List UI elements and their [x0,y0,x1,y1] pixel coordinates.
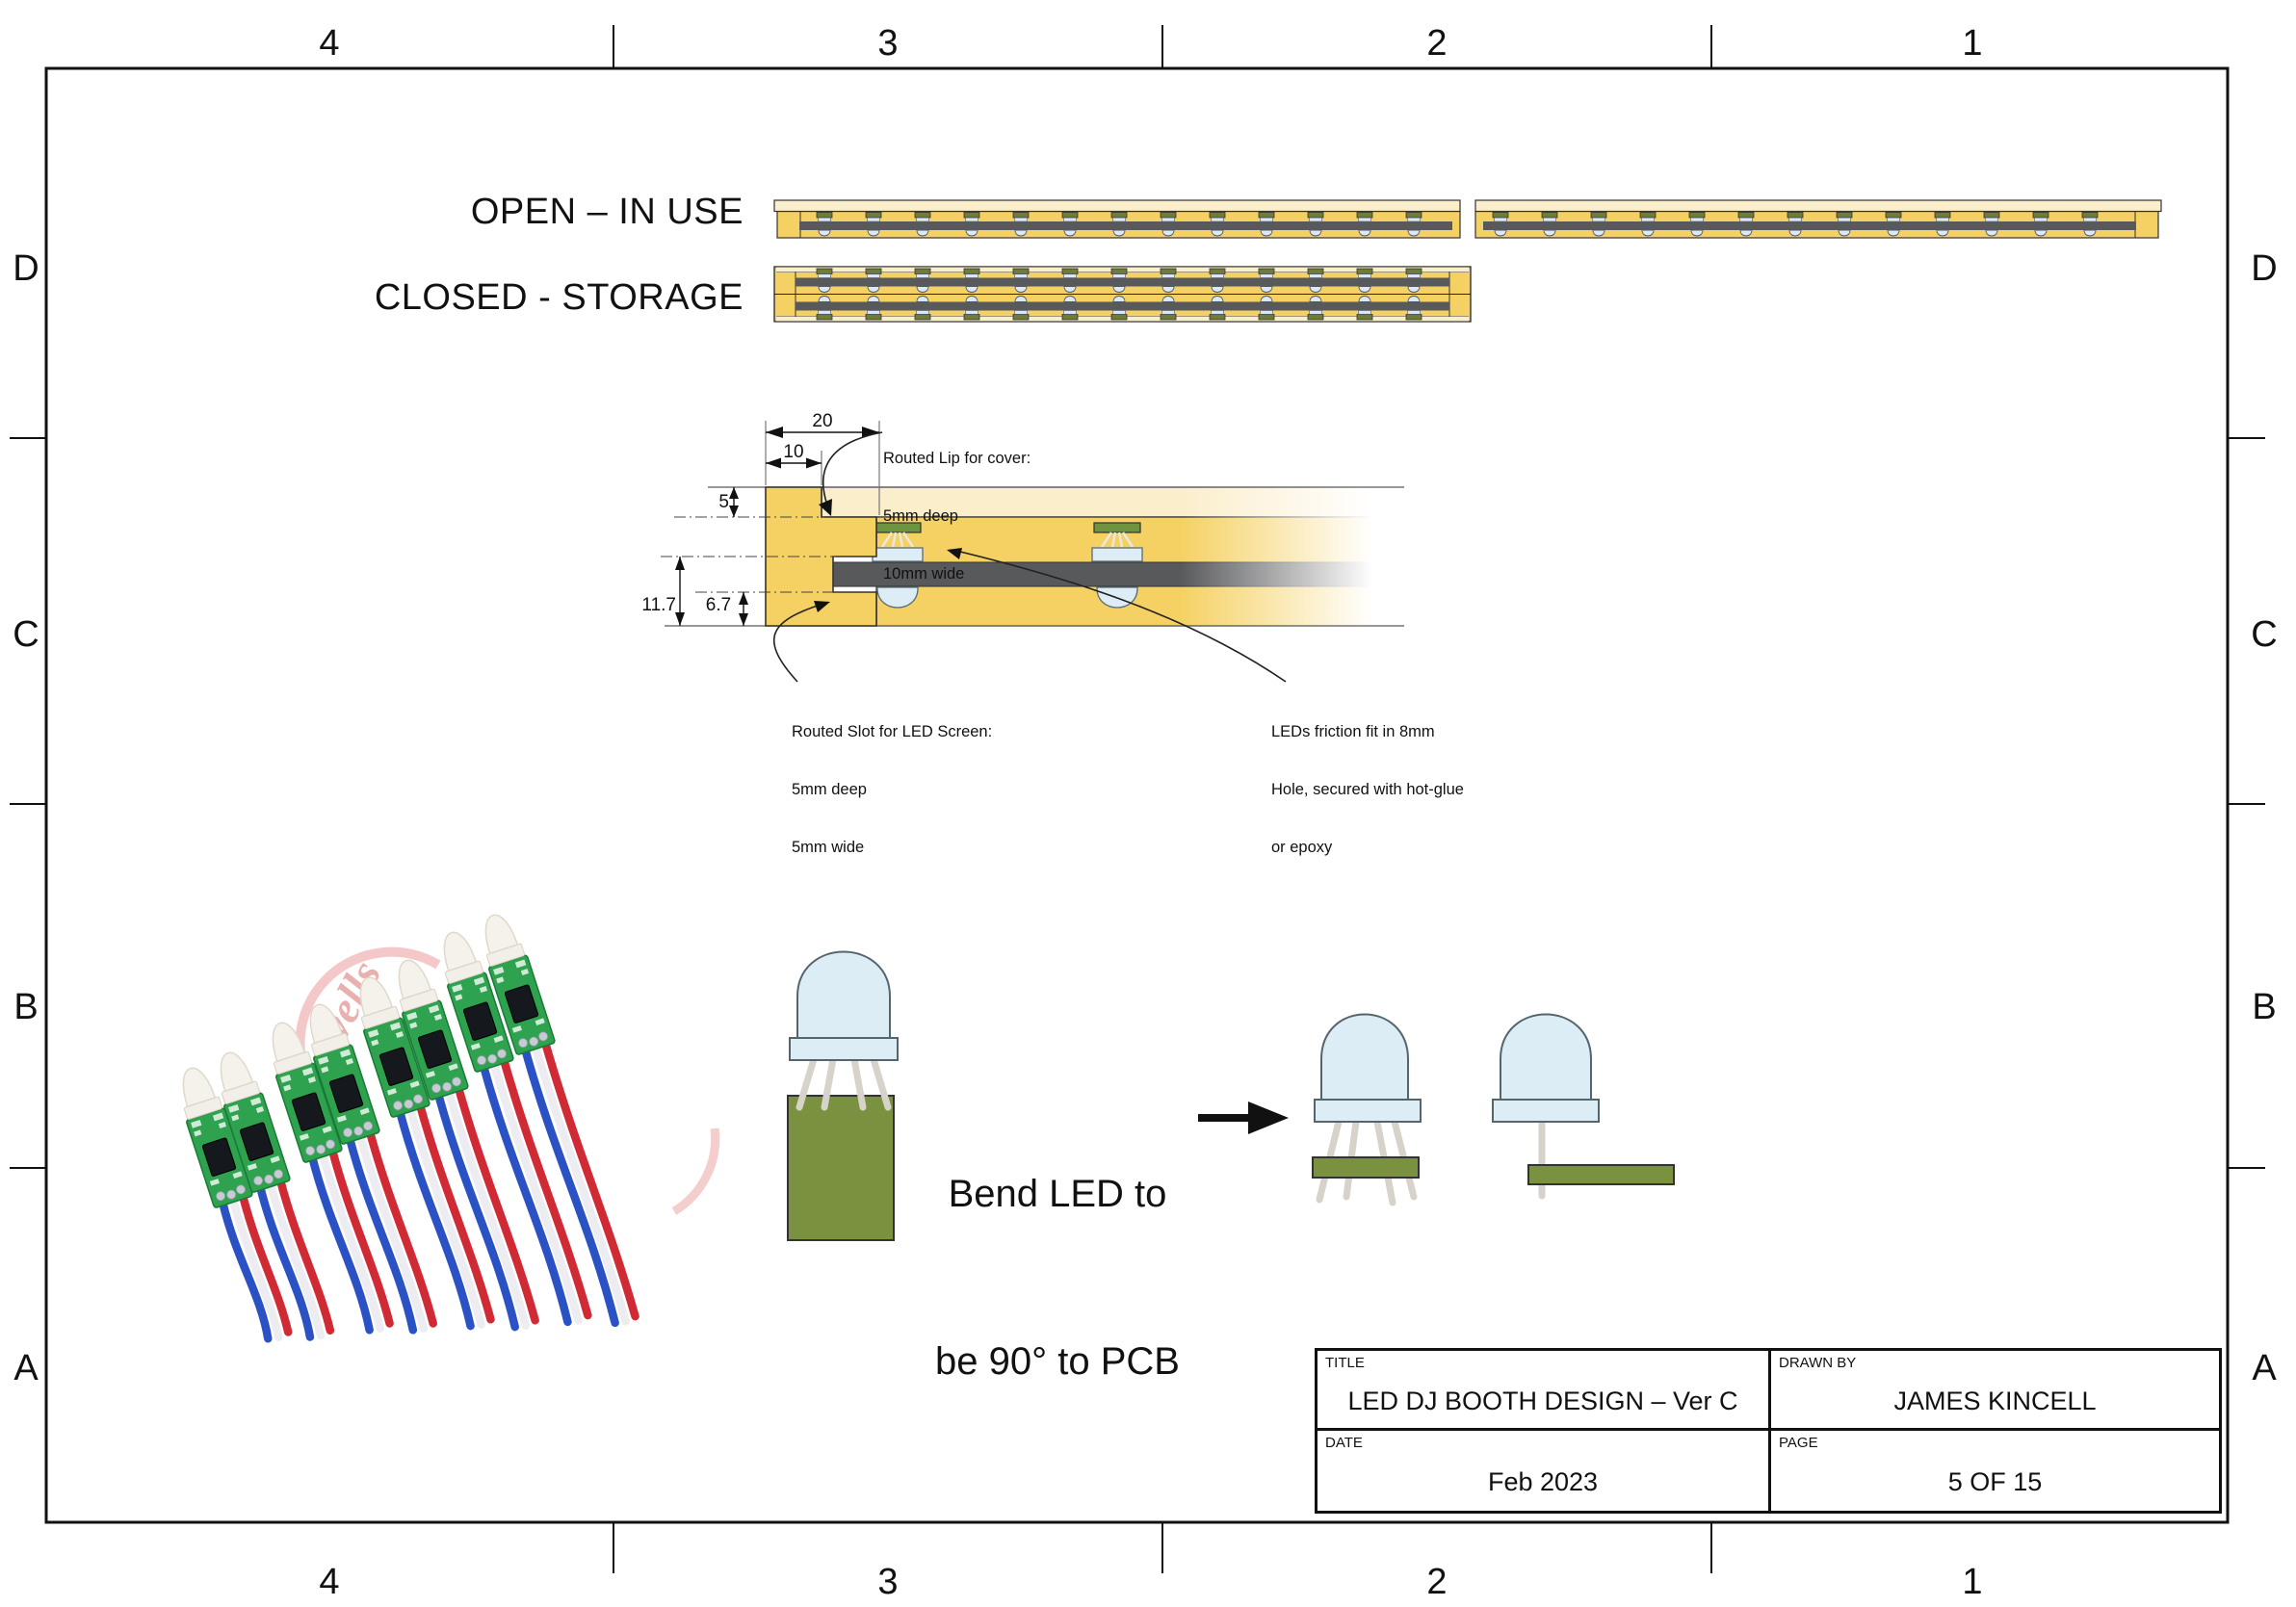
section-dimensions [675,421,880,626]
section-led-1 [872,522,924,609]
title-block-date-cell: DATE Feb 2023 [1318,1431,1771,1511]
zone-ticks [10,25,2265,1573]
note-led-fit-line3: or epoxy [1271,839,1333,856]
open-view-left-strip [773,199,1461,239]
title-block: TITLE LED DJ BOOTH DESIGN – Ver C DRAWN … [1315,1348,2222,1514]
grid-col-4-bottom: 4 [319,1562,340,1602]
grid-row-d-left: D [13,248,39,289]
grid-row-b-right: B [2252,987,2277,1027]
note-routed-lip-line3: 10mm wide [883,565,965,583]
note-routed-lip-line2: 5mm deep [883,507,958,525]
grid-row-a-left: A [13,1348,39,1388]
note-routed-slot-line3: 5mm wide [792,839,865,856]
title-block-drawn-by-cell: DRAWN BY JAMES KINCELL [1771,1351,2219,1431]
bend-instruction: Bend LED to be 90° to PCB [913,1054,1202,1445]
photo-led-modules: wells [170,908,720,1343]
dim-10: 10 [783,442,804,462]
grid-row-c-left: C [13,614,39,655]
closed-view-label: CLOSED - STORAGE [374,277,744,318]
bend-led-after-side [1492,1013,1675,1200]
grid-col-1-bottom: 1 [1962,1562,1983,1602]
grid-col-2-top: 2 [1426,23,1448,64]
title-value: LED DJ BOOTH DESIGN – Ver C [1347,1386,1738,1415]
grid-col-2-bottom: 2 [1426,1562,1448,1602]
drawn-by-value: JAMES KINCELL [1893,1386,2097,1415]
date-value: Feb 2023 [1487,1467,1599,1497]
title-label: TITLE [1325,1355,1365,1371]
title-block-title-cell: TITLE LED DJ BOOTH DESIGN – Ver C [1318,1351,1771,1431]
page-label: PAGE [1779,1435,1818,1451]
page-value: 5 OF 15 [1947,1467,2043,1497]
bend-arrow [1198,1102,1289,1134]
grid-col-4-top: 4 [319,23,340,64]
drawn-by-label: DRAWN BY [1779,1355,1857,1371]
grid-row-d-right: D [2251,248,2278,289]
dim-20: 20 [812,411,833,431]
dim-6-7: 6.7 [705,595,732,615]
grid-col-1-top: 1 [1962,23,1983,64]
dim-11-7: 11.7 [641,595,676,615]
bend-instruction-line1: Bend LED to [948,1173,1167,1215]
bend-led-before [787,950,899,1241]
note-routed-slot-line2: 5mm deep [792,781,867,798]
grid-row-b-left: B [13,987,39,1027]
note-routed-lip: Routed Lip for cover: 5mm deep 10mm wide [883,410,1031,603]
bend-led-after-front [1312,1013,1422,1206]
dim-5: 5 [718,492,729,512]
grid-row-c-right: C [2251,614,2278,655]
sheet-frame [44,66,2230,1524]
grid-row-a-right: A [2252,1348,2277,1388]
grid-col-3-bottom: 3 [877,1562,899,1602]
note-routed-slot: Routed Slot for LED Screen: 5mm deep 5mm… [792,684,992,876]
grid-col-3-top: 3 [877,23,899,64]
section-leaders [772,431,1287,683]
note-routed-lip-line1: Routed Lip for cover: [883,450,1031,467]
note-led-fit-line2: Hole, secured with hot-glue [1271,781,1464,798]
note-led-fit-line1: LEDs friction fit in 8mm [1271,723,1435,740]
title-block-page-cell: PAGE 5 OF 15 [1771,1431,2219,1511]
open-view-label: OPEN – IN USE [470,192,744,232]
bend-instruction-line2: be 90° to PCB [935,1340,1180,1383]
section-view [661,477,1423,640]
open-view-right-strip [1474,199,2162,239]
note-led-fit: LEDs friction fit in 8mm Hole, secured w… [1271,684,1464,876]
note-routed-slot-line1: Routed Slot for LED Screen: [792,723,993,740]
date-label: DATE [1325,1435,1363,1451]
closed-view [773,266,1472,323]
